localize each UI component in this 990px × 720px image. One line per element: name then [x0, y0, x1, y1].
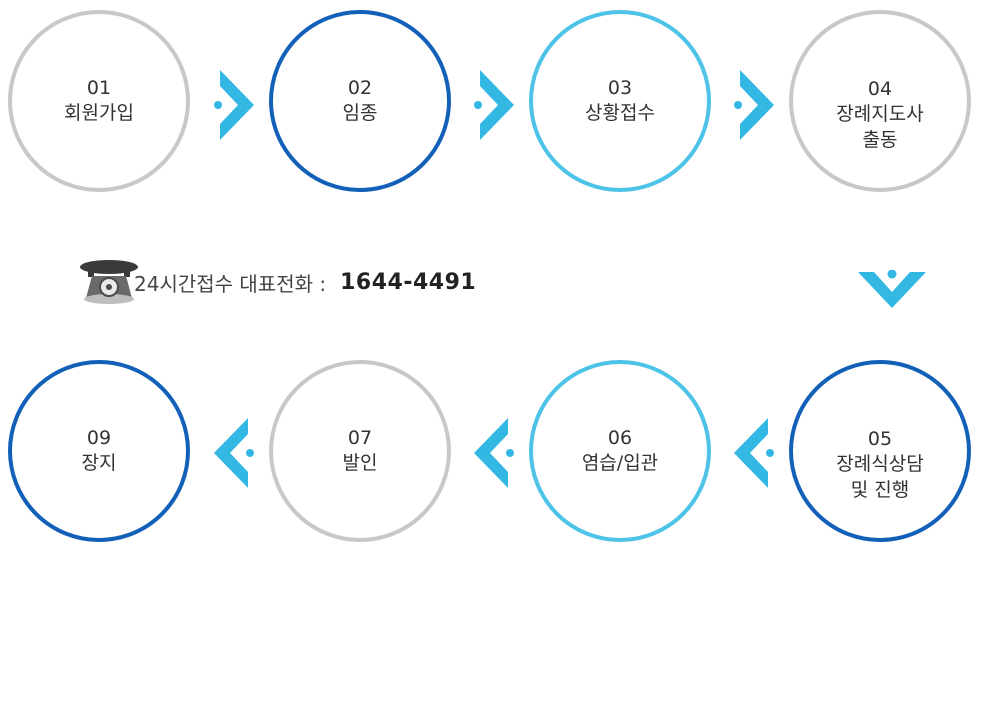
step-label: 상황접수 — [585, 102, 655, 124]
step-number: 04 — [867, 78, 893, 100]
step-number: 06 — [607, 427, 633, 449]
step-label: 회원가입 — [64, 102, 134, 124]
step-label: 염습/입관 — [581, 452, 659, 474]
hotline-number[interactable]: 1644-4491 — [340, 269, 477, 295]
arrow-right-icon — [214, 70, 254, 140]
step-04-circle: 04 장례지도사 출동 — [789, 10, 971, 192]
step-03-circle: 03 상황접수 — [529, 10, 711, 192]
telephone-icon — [80, 260, 138, 304]
step-09-circle: 09 장지 — [8, 360, 190, 542]
step-02-circle: 02 임종 — [269, 10, 451, 192]
step-label: 발인 — [342, 452, 378, 474]
arrow-right-icon — [474, 70, 514, 140]
hotline-prefix: 24시간접수 대표전화 : — [134, 271, 327, 296]
arrow-left-icon — [474, 418, 514, 488]
step-number: 09 — [86, 427, 112, 449]
step-01-circle: 01 회원가입 — [8, 10, 190, 192]
hotline: 24시간접수 대표전화 : 1644-4491 — [78, 258, 476, 306]
step-label: 장례지도사 출동 — [836, 103, 924, 151]
arrow-down-icon — [858, 270, 926, 308]
step-number: 05 — [867, 428, 893, 450]
step-number: 02 — [347, 77, 373, 99]
arrow-left-icon — [214, 418, 254, 488]
step-number: 01 — [86, 77, 112, 99]
step-label: 장지 — [81, 452, 117, 474]
step-number: 07 — [347, 427, 373, 449]
step-05-circle: 05 장례식상담 및 진행 — [789, 360, 971, 542]
step-label: 장례식상담 및 진행 — [836, 453, 924, 501]
step-06-circle: 06 염습/입관 — [529, 360, 711, 542]
arrow-left-icon — [734, 418, 774, 488]
arrow-right-icon — [734, 70, 774, 140]
step-number: 03 — [607, 77, 633, 99]
step-07-circle: 07 발인 — [269, 360, 451, 542]
step-label: 임종 — [342, 102, 378, 124]
